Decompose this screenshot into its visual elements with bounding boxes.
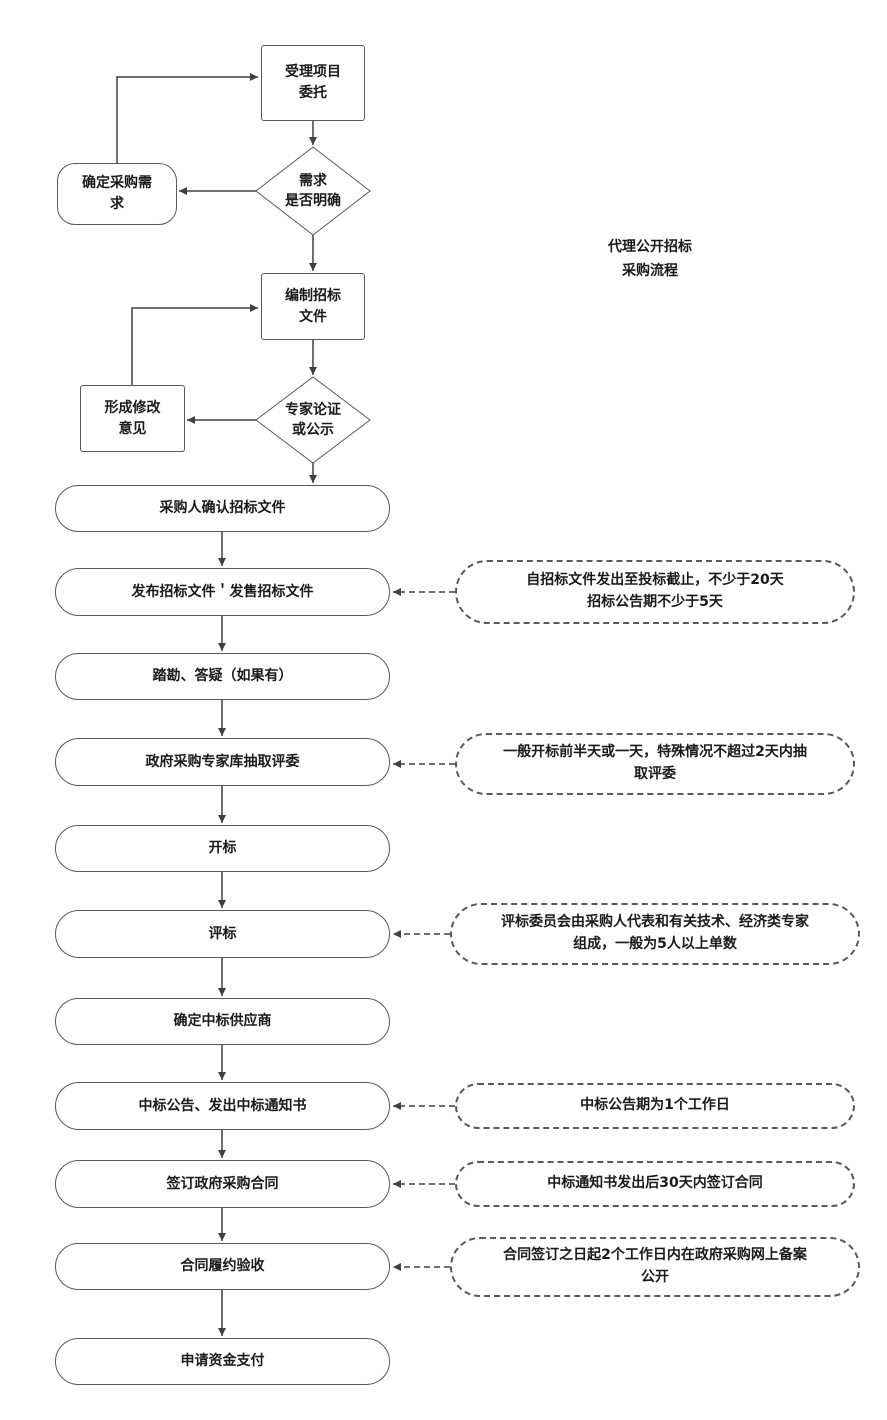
node-site-survey: 踏勘、答疑（如果有） [55,653,390,700]
decision-demand-clear-label: 需求 是否明确 [285,172,341,209]
node-payment-request: 申请资金支付 [55,1338,390,1385]
decision-expert-review-shape [255,376,371,464]
annotation-judges-timing: 一般开标前半天或一天，特殊情况不超过2天内抽 取评委 [455,733,855,795]
annotation-announce-period: 中标公告期为1个工作日 [455,1083,855,1129]
node-determine-winner: 确定中标供应商 [55,998,390,1045]
decision-expert-review-label: 专家论证 或公示 [285,401,341,438]
node-contract-acceptance: 合同履约验收 [55,1243,390,1290]
node-accept-project: 受理项目 委托 [261,45,365,121]
node-sign-contract: 签订政府采购合同 [55,1160,390,1208]
node-bid-evaluation: 评标 [55,910,390,958]
node-revision-opinions: 形成修改 意见 [80,385,185,452]
decision-demand-clear-shape [255,146,371,236]
node-prepare-docs: 编制招标 文件 [261,273,365,340]
node-bid-opening: 开标 [55,825,390,872]
diagram-title: 代理公开招标 采购流程 [608,239,692,279]
annotation-evaluation-committee: 评标委员会由采购人代表和有关技术、经济类专家 组成，一般为5人以上单数 [450,903,860,965]
annotation-filing-deadline: 合同签订之日起2个工作日内在政府采购网上备案 公开 [450,1237,860,1297]
node-determine-demand: 确定采购需 求 [57,163,177,225]
annotation-sign-deadline: 中标通知书发出后30天内签订合同 [455,1161,855,1207]
node-publish-docs: 发布招标文件＇发售招标文件 [55,568,390,616]
node-confirm-docs: 采购人确认招标文件 [55,485,390,532]
node-announce-winner: 中标公告、发出中标通知书 [55,1082,390,1130]
node-draw-judges: 政府采购专家库抽取评委 [55,738,390,786]
annotation-publish-period: 自招标文件发出至投标截止，不少于20天 招标公告期不少于5天 [455,560,855,624]
